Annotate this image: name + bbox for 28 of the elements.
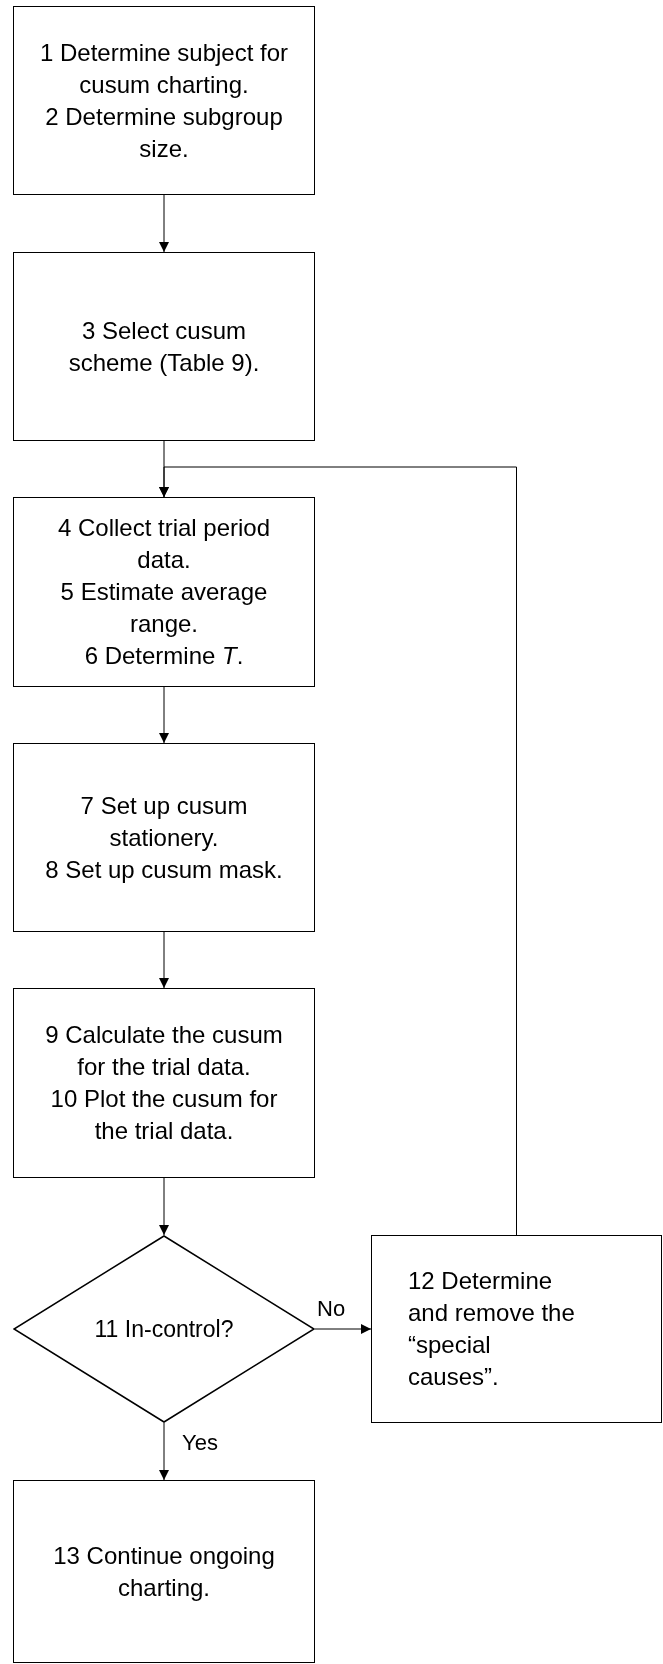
process-box xyxy=(13,743,315,932)
arrow xyxy=(159,931,169,989)
process-box xyxy=(13,988,315,1178)
process-box xyxy=(13,497,315,687)
process-box xyxy=(371,1235,662,1423)
step-text: 12 Determine and remove the “special causes”. xyxy=(408,1266,576,1392)
arrow xyxy=(159,686,169,744)
step-text: 1 Determine subject for cusum charting. xyxy=(38,37,290,100)
step-text: 3 Select cusum scheme (Table 9). xyxy=(67,315,261,378)
step-text: 13 Continue ongoing charting. xyxy=(52,1540,276,1603)
step-text: 7 Set up cusum stationery. xyxy=(79,790,249,853)
step-text: 9 Calculate the cusum for the trial data. xyxy=(44,1020,284,1082)
arrow xyxy=(159,466,517,1236)
step-text: 2 Determine subgroup size. xyxy=(44,101,284,164)
step-text: 8 Set up cusum mask. xyxy=(45,854,283,885)
step-text: 4 Collect trial period data. xyxy=(56,513,272,575)
process-box xyxy=(13,1480,315,1663)
arrow xyxy=(314,1324,372,1334)
step-text: 10 Plot the cusum for the trial data. xyxy=(49,1084,279,1146)
arrow xyxy=(159,1422,169,1481)
process-box xyxy=(13,6,315,195)
arrow xyxy=(159,194,169,253)
arrow xyxy=(159,1177,169,1236)
decision-diamond xyxy=(13,1235,315,1423)
step-text: 6 Determine T. xyxy=(84,641,244,671)
step-text: 5 Estimate average range. xyxy=(59,577,269,639)
process-box xyxy=(13,252,315,441)
step-text: 11 In-control? xyxy=(94,1315,234,1344)
